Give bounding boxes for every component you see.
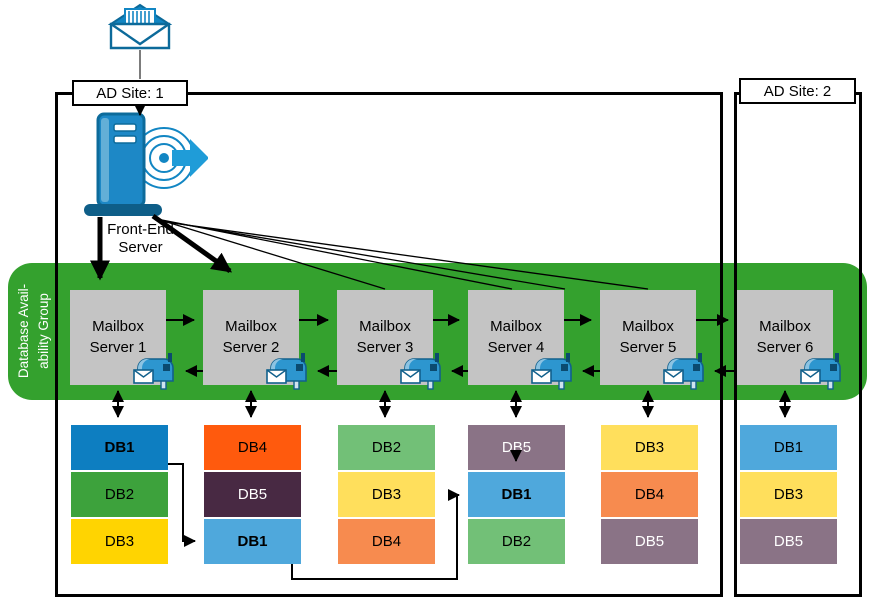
mailbox-server-3: Mailbox Server 3 bbox=[337, 290, 433, 385]
db-label: DB5 bbox=[773, 533, 804, 550]
server-6-line2: Server 6 bbox=[756, 338, 814, 356]
mail-envelope-icon bbox=[108, 3, 172, 50]
ad-site-2-boundary bbox=[734, 92, 862, 597]
ad-site-2-label: AD Site: 2 bbox=[739, 78, 856, 104]
db-label: DB4 bbox=[634, 486, 665, 503]
db-label: DB5 bbox=[634, 533, 665, 550]
mailbox-icon bbox=[133, 353, 174, 390]
server-3-line1: Mailbox bbox=[359, 318, 411, 336]
db-label: DB1 bbox=[501, 486, 532, 503]
db-box-s1-db2: DB2 bbox=[71, 472, 168, 517]
db-box-s6-db5: DB5 bbox=[740, 519, 837, 564]
mailbox-server-1: Mailbox Server 1 bbox=[70, 290, 166, 385]
db-box-s2-db5: DB5 bbox=[204, 472, 301, 517]
db-label: DB5 bbox=[501, 439, 532, 456]
front-end-label-line1: Front-End bbox=[107, 221, 174, 238]
dag-label-line2: ability Group bbox=[35, 293, 51, 369]
ad-site-1-boundary bbox=[55, 92, 723, 597]
db-label: DB1 bbox=[237, 533, 268, 550]
server-1-line1: Mailbox bbox=[92, 318, 144, 336]
db-label: DB2 bbox=[371, 439, 402, 456]
server-4-line1: Mailbox bbox=[490, 318, 542, 336]
db-box-s5-db5: DB5 bbox=[601, 519, 698, 564]
server-2-line1: Mailbox bbox=[225, 318, 277, 336]
mailbox-icon bbox=[400, 353, 441, 390]
db-label: DB3 bbox=[773, 486, 804, 503]
server-2-line2: Server 2 bbox=[222, 338, 280, 356]
server-5-line1: Mailbox bbox=[622, 318, 674, 336]
front-end-server-label: Front-End Server bbox=[93, 221, 188, 257]
db-label: DB2 bbox=[501, 533, 532, 550]
server-4-line2: Server 4 bbox=[487, 338, 545, 356]
db-label: DB1 bbox=[773, 439, 804, 456]
mailbox-icon bbox=[531, 353, 572, 390]
db-box-s4-db5: DB5 bbox=[468, 425, 565, 470]
mailbox-icon bbox=[266, 353, 307, 390]
server-1-line2: Server 1 bbox=[89, 338, 147, 356]
db-box-s5-db4: DB4 bbox=[601, 472, 698, 517]
ad-site-1-label: AD Site: 1 bbox=[72, 80, 188, 106]
server-3-line2: Server 3 bbox=[356, 338, 414, 356]
db-label: DB3 bbox=[634, 439, 665, 456]
db-label: DB3 bbox=[104, 533, 135, 550]
dag-band-label: Database Avail- ability Group bbox=[14, 261, 58, 401]
db-box-s4-db2: DB2 bbox=[468, 519, 565, 564]
dag-label-line1: Database Avail- bbox=[16, 283, 31, 379]
db-box-s6-db3: DB3 bbox=[740, 472, 837, 517]
db-box-s6-db1: DB1 bbox=[740, 425, 837, 470]
db-box-s3-db2: DB2 bbox=[338, 425, 435, 470]
mailbox-icon bbox=[663, 353, 704, 390]
db-box-s5-db3: DB3 bbox=[601, 425, 698, 470]
db-label: DB2 bbox=[104, 486, 135, 503]
db-box-s2-db1: DB1 bbox=[204, 519, 301, 564]
front-end-label-line2: Server bbox=[118, 239, 163, 256]
db-box-s2-db4: DB4 bbox=[204, 425, 301, 470]
ad-site-2-text: AD Site: 2 bbox=[763, 82, 832, 100]
db-box-s4-db1: DB1 bbox=[468, 472, 565, 517]
ad-site-1-text: AD Site: 1 bbox=[96, 84, 164, 102]
db-label: DB5 bbox=[237, 486, 268, 503]
db-label: DB4 bbox=[237, 439, 268, 456]
front-end-server-icon bbox=[84, 112, 208, 216]
db-box-s1-db3: DB3 bbox=[71, 519, 168, 564]
server-6-line1: Mailbox bbox=[759, 318, 811, 336]
db-box-s1-db1: DB1 bbox=[71, 425, 168, 470]
db-label: DB1 bbox=[104, 439, 135, 456]
server-5-line2: Server 5 bbox=[619, 338, 677, 356]
mailbox-icon bbox=[800, 353, 841, 390]
